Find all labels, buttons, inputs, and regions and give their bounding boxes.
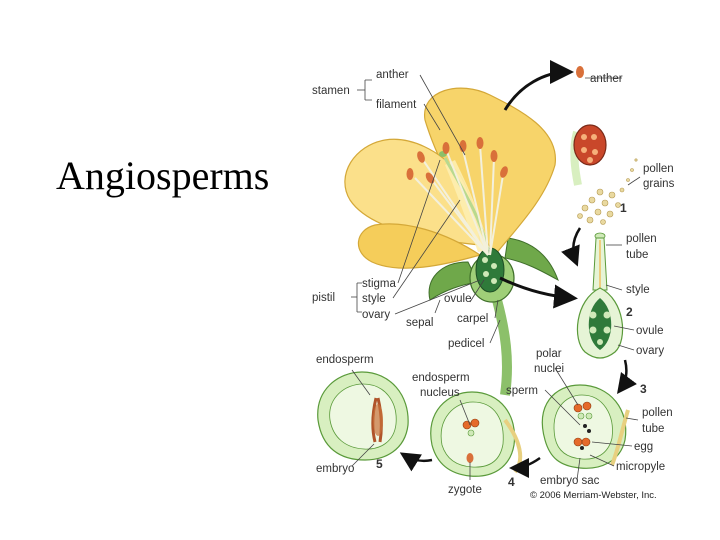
label-polar-nuclei-2: nuclei — [534, 363, 564, 375]
slide-title: Angiosperms — [56, 153, 270, 198]
anther-detail — [570, 66, 607, 186]
step-1: 1 — [620, 201, 627, 215]
label-anther: anther — [376, 69, 409, 81]
label-endosperm-nucleus-2: nucleus — [420, 387, 460, 399]
label-style-detail: style — [626, 284, 650, 296]
arrow-step4 — [509, 456, 541, 478]
label-egg: egg — [634, 441, 653, 453]
flower-illustration — [344, 87, 559, 396]
label-pollen-tube2-2: tube — [642, 423, 664, 435]
label-pollen-grains-1: pollen — [643, 163, 674, 175]
petal-lower — [357, 223, 482, 269]
arrow-step5 — [399, 452, 433, 472]
label-ovary: ovary — [362, 309, 390, 321]
label-ovule-detail: ovule — [636, 325, 664, 337]
label-carpel: carpel — [457, 313, 488, 325]
diagram-labels: stamen anther filament anther pollen gra… — [312, 69, 675, 501]
label-pollen-tube-2: tube — [626, 249, 648, 261]
process-arrows — [399, 60, 637, 478]
label-stigma: stigma — [362, 278, 396, 290]
arrow-flower-to-pistil — [499, 276, 578, 309]
arrow-step3 — [617, 359, 637, 395]
label-pedicel: pedicel — [448, 338, 484, 350]
pistil-detail — [576, 232, 624, 359]
copyright-notice: © 2006 Merriam-Webster, Inc. — [530, 490, 657, 501]
seed-embryo — [317, 371, 409, 461]
label-pollen-grains-2: grains — [643, 178, 675, 190]
label-style: style — [362, 293, 386, 305]
pollen-grains — [577, 158, 638, 225]
label-ovary-detail: ovary — [636, 345, 664, 357]
label-polar-nuclei-1: polar — [536, 348, 562, 360]
zygote-ovule — [430, 391, 523, 477]
label-embryo-sac: embryo sac — [540, 475, 600, 487]
label-pollen-tube-1: pollen — [626, 233, 657, 245]
label-sepal: sepal — [406, 317, 434, 329]
label-zygote: zygote — [448, 484, 482, 496]
label-sperm: sperm — [506, 385, 538, 397]
label-ovule: ovule — [444, 293, 472, 305]
label-micropyle: micropyle — [616, 461, 665, 473]
step-3: 3 — [640, 382, 647, 396]
label-endosperm: endosperm — [316, 354, 374, 366]
label-stamen: stamen — [312, 85, 350, 97]
label-pollen-tube2-1: pollen — [642, 407, 673, 419]
step-5: 5 — [376, 457, 383, 471]
step-2: 2 — [626, 305, 633, 319]
arrow-to-pistil — [561, 227, 582, 267]
step-4: 4 — [508, 475, 515, 489]
label-embryo: embryo — [316, 463, 354, 475]
leader-lines — [351, 74, 641, 481]
pedicel-stem — [492, 298, 512, 396]
label-pistil: pistil — [312, 292, 335, 304]
stamens — [406, 137, 508, 256]
arrow-to-anther — [503, 60, 574, 111]
ovule-fertilization — [541, 384, 630, 469]
label-anther-detail: anther — [590, 73, 623, 85]
label-endosperm-nucleus-1: endosperm — [412, 372, 470, 384]
label-filament: filament — [376, 99, 417, 111]
